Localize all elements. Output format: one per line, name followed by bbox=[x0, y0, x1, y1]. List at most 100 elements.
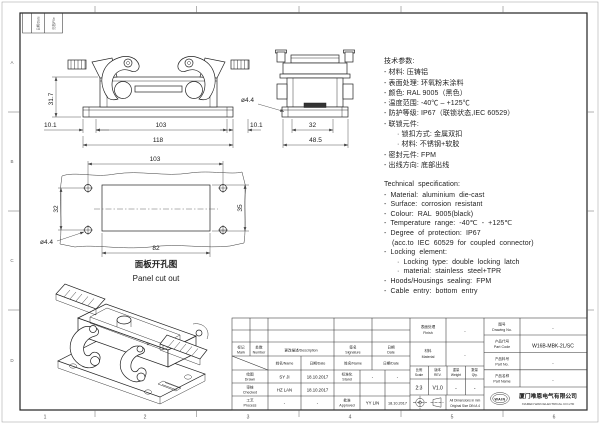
dim-front-offset-right: 10.1 bbox=[250, 122, 263, 129]
tb-stand-date: - bbox=[397, 375, 399, 380]
dim-side-inner: 32 bbox=[309, 122, 317, 129]
dim-front-width: 118 bbox=[153, 137, 164, 144]
dim-side-flange: 48.5 bbox=[309, 137, 322, 144]
filing-cell-label: 归档/File bbox=[51, 17, 56, 30]
spec-line: - 出线方向: 底部出线 bbox=[384, 161, 450, 169]
panel-cutout-label-cn: 面板开孔图 bbox=[135, 259, 178, 269]
spec-line: - Cable entry: bottom entry bbox=[384, 287, 478, 295]
spec-line: - 材料: 压铸铝 bbox=[384, 69, 429, 77]
dim-panel-hole-dia: ø4.4 bbox=[40, 239, 53, 246]
zone-number: 1 bbox=[44, 415, 47, 421]
zone-number: 5 bbox=[451, 415, 454, 421]
tb-date-en: Date bbox=[387, 351, 395, 355]
spec-line: - Surface: corrosion resistant bbox=[384, 201, 483, 209]
spec-line: - 防护等级: IP67（联锁状态,IEC 60529） bbox=[384, 110, 515, 118]
tb-drawn-en: Drawn bbox=[245, 378, 255, 382]
spec-line: · 锁扣方式: 金属双扣 bbox=[397, 131, 463, 139]
tb-process-name: - bbox=[284, 401, 286, 406]
spec-line: - Degree of protection: IP67 bbox=[384, 229, 481, 237]
spec-block-cn: 技术参数: - 材料: 压铸铝 - 表面处理: 环氧粉末涂料 - 颜色: RAL… bbox=[384, 57, 584, 171]
tb-mark-cn: 标记 bbox=[237, 345, 245, 350]
zone-letter: A bbox=[10, 60, 13, 65]
isometric-view bbox=[55, 283, 209, 405]
company-name-en: XIAMEN WAIN ELECTRICAL CO.LTD bbox=[522, 402, 575, 406]
tb-stand-name: - bbox=[372, 375, 374, 380]
tb-checked-en: Checked bbox=[243, 391, 257, 395]
tb-material-value: - bbox=[464, 353, 466, 358]
dim-panel-cut-h: 35 bbox=[237, 204, 244, 212]
tb-scale-cn: 比例 bbox=[416, 367, 423, 372]
tb-date-cn: 日期 bbox=[387, 345, 395, 350]
spec-line: - 联锁元件: bbox=[384, 120, 419, 128]
tb-checked-name: HZ LAN bbox=[277, 388, 292, 393]
zone-letter: C bbox=[10, 258, 14, 263]
tb-approved-name: YY LIN bbox=[366, 401, 380, 406]
tb-qty-value: - bbox=[474, 386, 476, 392]
spec-line: - Colour: RAL 9005(black) bbox=[384, 210, 474, 218]
spec-en-title: Technical specification: bbox=[384, 181, 460, 188]
spec-cn-title: 技术参数: bbox=[384, 58, 415, 65]
tb-drawingno-cn: 图号 bbox=[498, 322, 506, 327]
tb-process-cn: 工艺 bbox=[246, 398, 254, 403]
dim-front-offset-left: 10.1 bbox=[44, 122, 57, 129]
tb-stand-cn: 标准化 bbox=[342, 372, 353, 377]
tb-process-date: - bbox=[317, 401, 319, 406]
tb-date-header: 日期/Date bbox=[310, 361, 326, 366]
tb-qty-cn: 数量 bbox=[471, 367, 478, 372]
spec-line: · 材料: 不锈钢+软胶 bbox=[397, 141, 460, 149]
spec-line: - Hoods/Housings sealing: FPM bbox=[384, 277, 492, 285]
tb-partcode-cn: 产品代号 bbox=[495, 339, 510, 344]
tb-approved-en: Approved bbox=[339, 404, 354, 408]
tb-scale-en: Scale bbox=[415, 373, 423, 377]
tb-partname-en: Part Name bbox=[493, 380, 510, 384]
zone-number: 3 bbox=[247, 415, 250, 421]
tb-partno-value: - bbox=[552, 361, 554, 366]
tb-name-header: 姓名/Name bbox=[344, 361, 362, 366]
spec-line: - Temperature range: -40℃ - +125℃ bbox=[384, 220, 513, 228]
spec-block-en: Technical specification: - Material: alu… bbox=[384, 180, 584, 296]
side-view bbox=[275, 49, 355, 118]
tb-scale-value: 2:3 bbox=[416, 386, 423, 392]
tb-partcode-en: Part Code bbox=[494, 345, 510, 349]
spec-line: - 表面处理: 环氧粉末涂料 bbox=[384, 79, 464, 87]
spec-line: - 颜色: RAL 9005（黑色） bbox=[384, 89, 467, 97]
front-view bbox=[67, 56, 250, 118]
panel-cutout-dimensions: 103 32 35 82 ø4.4 面板开孔图 Panel cut out bbox=[40, 156, 249, 283]
tb-signature-cn: 签名 bbox=[349, 345, 357, 350]
dim-front-hole-pitch: 103 bbox=[156, 122, 167, 129]
dim-panel-pitch-v: 32 bbox=[53, 205, 60, 213]
tb-dimension-note-2: Original Size DIN A 4 bbox=[450, 404, 480, 408]
tb-finish-value: - bbox=[464, 329, 466, 334]
zone-number: 6 bbox=[553, 415, 556, 421]
tb-rev-cn: 版本 bbox=[434, 367, 441, 372]
tb-material-en: Material bbox=[422, 355, 435, 359]
tb-process-en: Process bbox=[244, 404, 257, 408]
zone-number: 2 bbox=[144, 415, 147, 421]
corner-filing-block: 日期/Date 归档/File bbox=[22, 13, 63, 34]
tb-mark-en: Mark bbox=[237, 351, 245, 355]
tb-finish-cn: 表面处理 bbox=[421, 324, 436, 329]
tb-drawingno-value: - bbox=[552, 326, 554, 331]
tb-partno-cn: 产品料号 bbox=[495, 356, 510, 361]
dim-front-height: 31.7 bbox=[48, 92, 55, 105]
company-logo: WAIN bbox=[490, 392, 510, 405]
dim-gland-dia: ø4.4 bbox=[241, 97, 254, 104]
tb-checked-date: 18.10.2017 bbox=[307, 388, 329, 393]
panel-cutout-view bbox=[59, 171, 247, 249]
tb-drawn-cn: 绘图 bbox=[246, 372, 254, 377]
tb-partname-cn: 产品名称 bbox=[495, 373, 510, 378]
tb-dimension-note-1: All Dimensions in mm bbox=[450, 399, 481, 403]
spec-line: - 密封元件: FPM bbox=[384, 151, 437, 159]
tb-signature-en: Signature bbox=[345, 351, 360, 355]
spec-line: - 温度范围: -40℃ – +125℃ bbox=[384, 100, 470, 108]
tb-number-cn: 处数 bbox=[255, 345, 263, 350]
tb-name-header: 姓名/Name bbox=[276, 361, 294, 366]
zone-letter: B bbox=[10, 159, 13, 164]
tb-approved-cn: 批准 bbox=[343, 398, 351, 403]
tb-date-header: 日期/Date bbox=[383, 361, 399, 366]
tb-partname-value: - bbox=[552, 378, 554, 383]
title-block: 标记 Mark 处数 Number 更改描述/Description 签名 Si… bbox=[231, 317, 588, 411]
tb-number-en: Number bbox=[253, 351, 267, 355]
